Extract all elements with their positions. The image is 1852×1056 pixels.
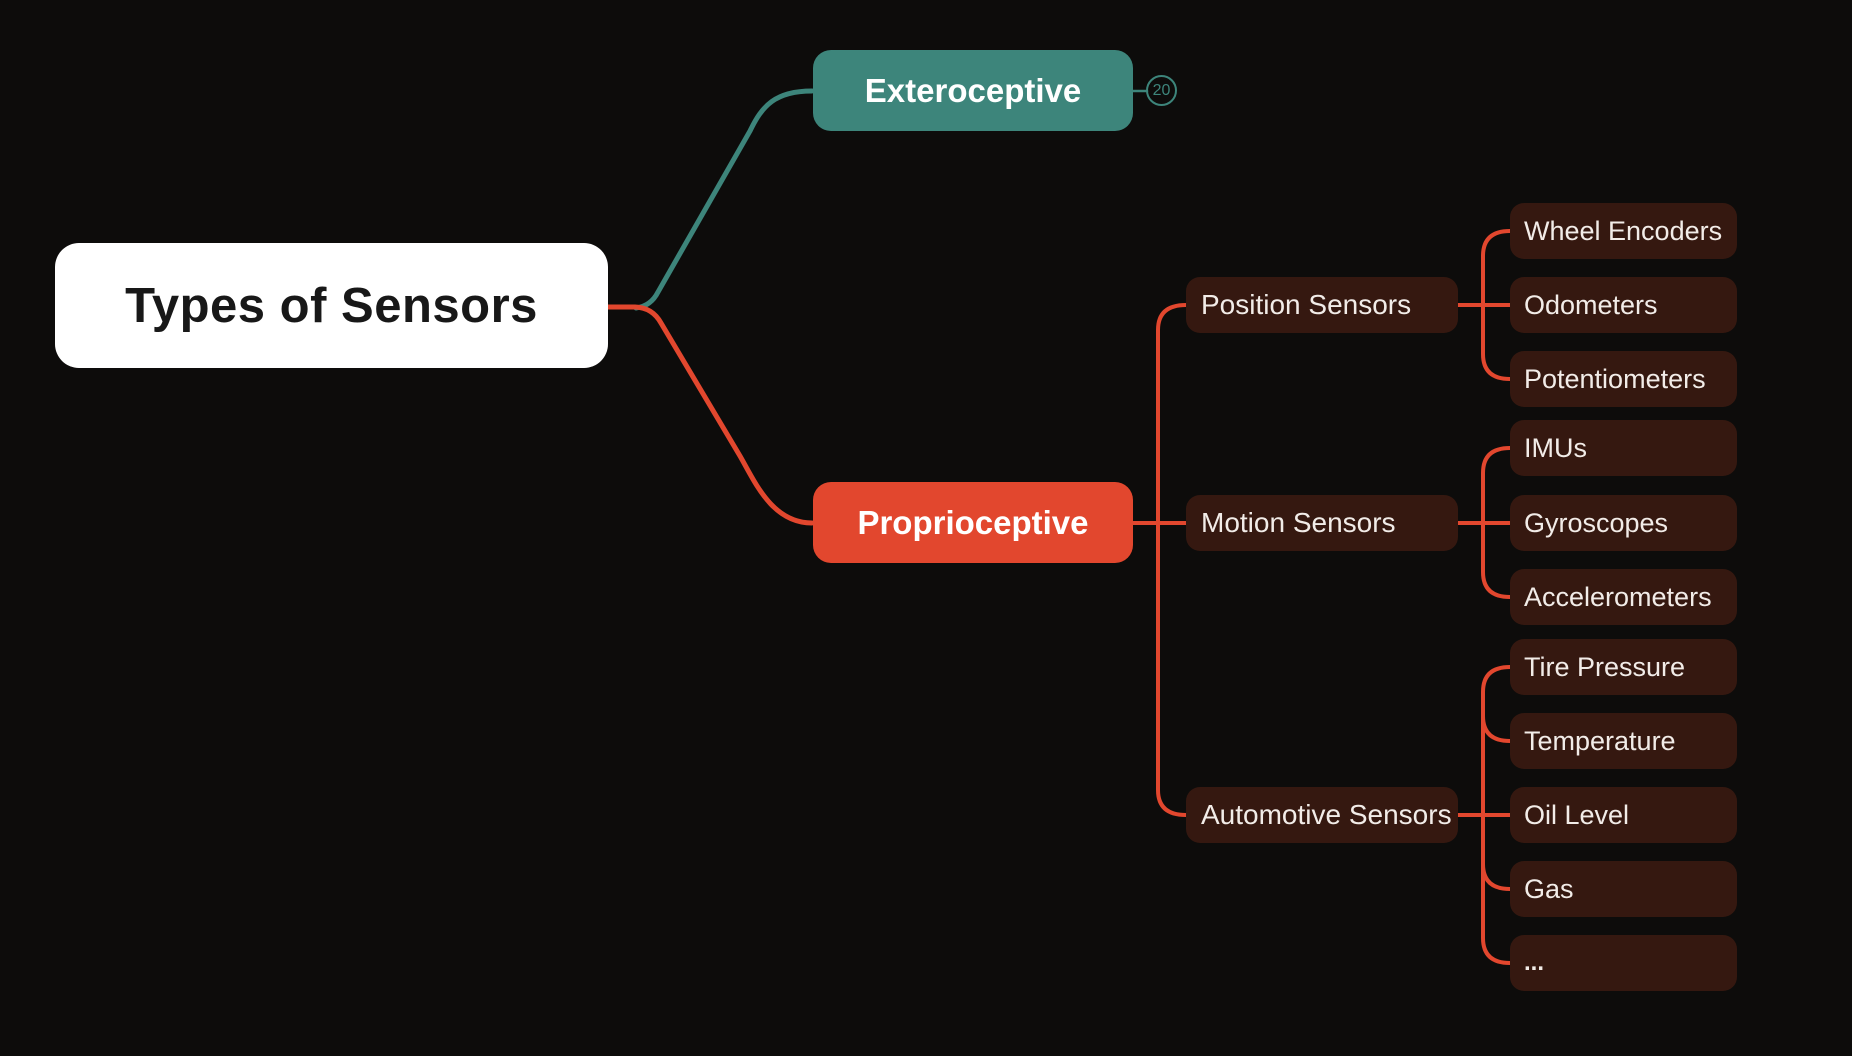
topic-temperature-label: Temperature	[1524, 725, 1676, 756]
topic-automotive-sensors-label: Automotive Sensors	[1201, 799, 1452, 830]
topic-exteroceptive[interactable]: Exteroceptive	[813, 50, 1133, 131]
topic-automotive-sensors[interactable]: Automotive Sensors	[1186, 787, 1458, 843]
topic-motion-sensors[interactable]: Motion Sensors	[1186, 495, 1458, 551]
topic-accelerometers[interactable]: Accelerometers	[1510, 569, 1737, 625]
topic-temperature[interactable]: Temperature	[1510, 713, 1737, 769]
connector-motion-trunk	[1481, 446, 1512, 599]
topic-imus-label: IMUs	[1524, 432, 1587, 463]
topic-gas[interactable]: Gas	[1510, 861, 1737, 917]
connector-automotive-gas	[1481, 862, 1512, 891]
topic-odometers[interactable]: Odometers	[1510, 277, 1737, 333]
root-topic[interactable]: Types of Sensors	[55, 243, 608, 368]
topic-position-sensors[interactable]: Position Sensors	[1186, 277, 1458, 333]
topic-motion-sensors-label: Motion Sensors	[1201, 507, 1396, 538]
topic-odometers-label: Odometers	[1524, 289, 1658, 320]
connector-proprioceptive-trunk	[1156, 303, 1188, 817]
topic-ellipsis[interactable]: ...	[1510, 935, 1737, 991]
topic-exteroceptive-label: Exteroceptive	[864, 71, 1082, 109]
topic-gas-label: Gas	[1524, 873, 1574, 904]
connector-root-exteroceptive	[633, 88, 815, 311]
connector-automotive-temperature	[1481, 714, 1512, 743]
collapsed-count-value: 20	[1152, 81, 1171, 99]
topic-potentiometers[interactable]: Potentiometers	[1510, 351, 1737, 407]
collapsed-count-badge[interactable]: 20	[1146, 75, 1177, 106]
topic-potentiometers-label: Potentiometers	[1524, 363, 1706, 394]
connector-automotive-trunk	[1481, 665, 1512, 965]
connector-position-trunk	[1481, 229, 1512, 381]
root-topic-label: Types of Sensors	[125, 278, 538, 333]
topic-imus[interactable]: IMUs	[1510, 420, 1737, 476]
topic-proprioceptive[interactable]: Proprioceptive	[813, 482, 1133, 563]
topic-wheel-encoders[interactable]: Wheel Encoders	[1510, 203, 1737, 259]
topic-accelerometers-label: Accelerometers	[1524, 581, 1712, 612]
topic-tire-pressure-label: Tire Pressure	[1524, 651, 1686, 682]
topic-gyroscopes-label: Gyroscopes	[1524, 507, 1669, 538]
topic-tire-pressure[interactable]: Tire Pressure	[1510, 639, 1737, 695]
topic-proprioceptive-label: Proprioceptive	[857, 503, 1089, 541]
topic-wheel-encoders-label: Wheel Encoders	[1524, 215, 1723, 246]
topic-oil-level[interactable]: Oil Level	[1510, 787, 1737, 843]
topic-ellipsis-label: ...	[1524, 949, 1545, 976]
topic-position-sensors-label: Position Sensors	[1201, 289, 1412, 320]
topic-gyroscopes[interactable]: Gyroscopes	[1510, 495, 1737, 551]
connector-root-proprioceptive	[605, 304, 815, 526]
topic-oil-level-label: Oil Level	[1524, 799, 1630, 830]
